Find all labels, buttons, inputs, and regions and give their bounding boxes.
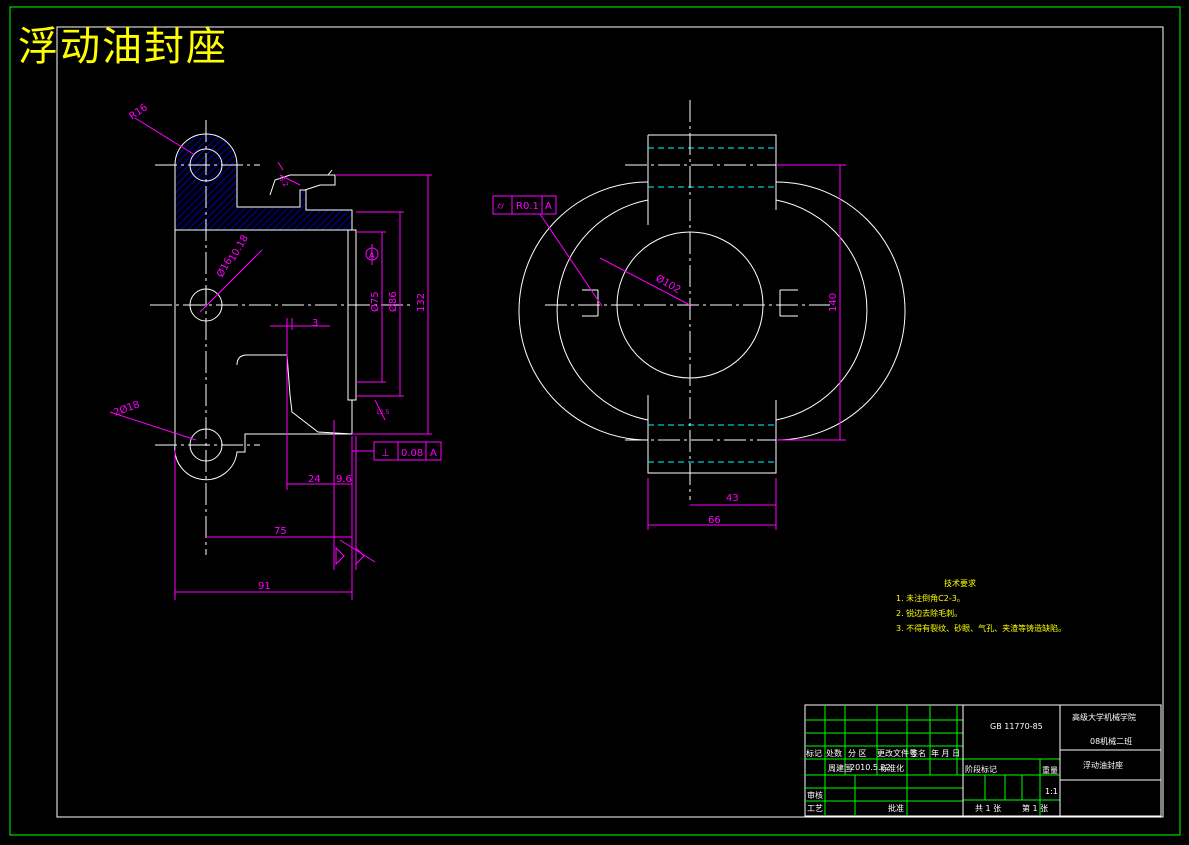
- dim-3: 3: [312, 318, 318, 329]
- title-block: [804, 704, 1162, 817]
- dim-d86: Ø86: [387, 291, 399, 312]
- section-hatch: [174, 133, 353, 231]
- tb-scale: 1:1: [1045, 787, 1058, 796]
- left-centerlines: [150, 120, 410, 555]
- outer-arc-left: [518, 181, 649, 441]
- right-centerlines: [545, 100, 830, 500]
- hub-top: [648, 134, 777, 210]
- tb-header-date: 年 月 日: [931, 749, 961, 758]
- roughness-3-2: 3.2: [277, 175, 289, 189]
- tb-school: 高级大学机械学院: [1072, 713, 1136, 722]
- tb-design-name: 周建国: [828, 764, 852, 773]
- dim-2-dia18: 2Ø18: [112, 398, 141, 419]
- tb-header-doc: 更改文件号: [877, 749, 917, 758]
- right-hidden-lines: [648, 147, 776, 463]
- tech-requirements-title: 技术要求: [944, 579, 976, 588]
- tb-standardization: 标准化: [880, 764, 904, 773]
- outer-frame: [9, 6, 1181, 836]
- profile-symbol: ⌭: [497, 201, 505, 212]
- tb-header-sign: 签名: [910, 749, 926, 758]
- profile-datum: A: [545, 201, 552, 212]
- tb-approve: 批准: [888, 804, 904, 813]
- dim-91: 91: [258, 581, 271, 592]
- perp-symbol: ⊥: [381, 448, 390, 459]
- dim-tol-dia16: 10.18: [227, 233, 251, 263]
- drawing-title: 浮动油封座: [18, 24, 228, 70]
- perp-datum: A: [430, 448, 437, 459]
- inner-frame: [56, 26, 1164, 818]
- seal-groove: [236, 354, 353, 435]
- left-dimensions: [109, 117, 442, 600]
- tb-sheets-total: 共 1 张: [975, 804, 1002, 813]
- right-dim-texts: Ø102 140 43 66 ⌭ R0.1 A: [497, 201, 839, 526]
- roughness-12-5: 12.5: [376, 409, 390, 416]
- tb-sheet-no: 第 1 张: [1022, 804, 1049, 813]
- tb-review: 审核: [807, 791, 823, 800]
- tb-standard: GB 11770-85: [990, 722, 1043, 731]
- right-view: [518, 134, 906, 474]
- tb-header-zone: 分 区: [848, 749, 867, 758]
- dim-24: 24: [308, 474, 321, 485]
- left-view: [174, 133, 357, 481]
- tb-design-date: 2010.5.22: [850, 763, 891, 772]
- dim-d75: Ø75: [369, 291, 381, 312]
- dim-75: 75: [274, 526, 287, 537]
- tb-process: 工艺: [807, 804, 823, 813]
- tech-item-2: 2. 锐边去除毛刺。: [896, 609, 963, 618]
- dim-r16: R16: [127, 102, 149, 122]
- dim-140: 140: [828, 293, 839, 312]
- flange-line: [352, 229, 357, 401]
- perp-value: 0.08: [401, 448, 423, 459]
- tb-weight: 重量: [1042, 766, 1058, 775]
- tb-part-name: 浮动油封座: [1083, 761, 1123, 770]
- tb-header-mark: 标记: [806, 749, 822, 758]
- dim-d102: Ø102: [654, 272, 683, 296]
- dim-132: 132: [416, 293, 427, 312]
- left-dim-texts: R16 2Ø18 Ø16 10.18 132 Ø86 Ø75 3 24 9.6 …: [112, 102, 437, 592]
- tb-stage-mark: 阶段标记: [965, 765, 997, 774]
- tech-requirements: 技术要求 1. 未注倒角C2-3。 2. 锐边去除毛刺。 3. 不得有裂纹、砂眼…: [896, 576, 1066, 636]
- tb-class: 08机械二班: [1090, 737, 1133, 746]
- datum-a-label: A: [369, 251, 375, 260]
- profile-value: R0.1: [516, 201, 539, 212]
- tech-item-3: 3. 不得有裂纹、砂眼、气孔、夹渣等铸造缺陷。: [896, 624, 1067, 633]
- dim-43: 43: [726, 493, 739, 504]
- dim-66: 66: [708, 515, 721, 526]
- tech-item-1: 1. 未注倒角C2-3。: [896, 594, 965, 603]
- tb-header-count: 处数: [826, 749, 842, 758]
- right-dimensions: [492, 164, 846, 530]
- hub-bottom: [647, 395, 777, 474]
- middle-arc-left: [556, 199, 649, 421]
- dim-9-6: 9.6: [336, 474, 352, 485]
